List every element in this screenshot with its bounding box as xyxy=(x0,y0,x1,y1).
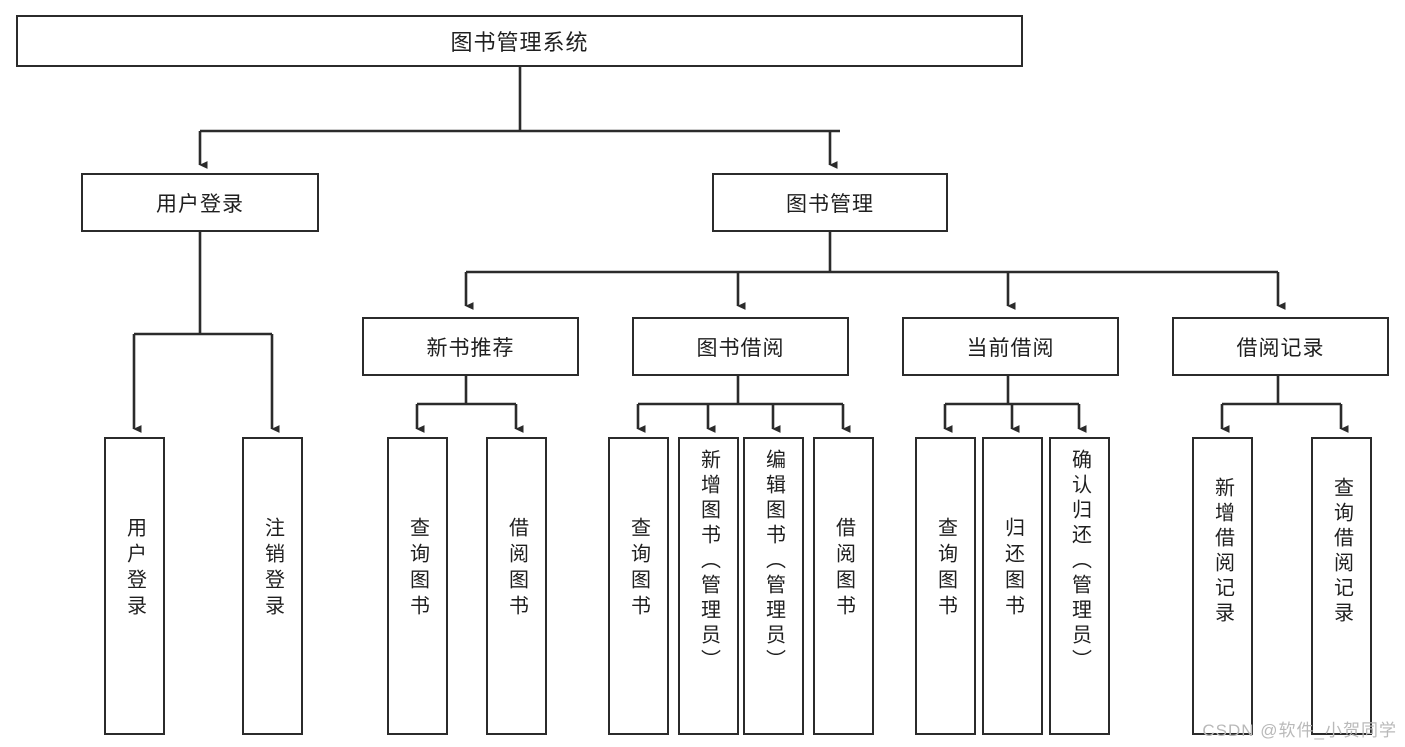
node-root-system[interactable]: 图书管理系统 xyxy=(16,15,1023,67)
leaf-user-login-0[interactable]: 用户登录 xyxy=(104,437,165,735)
node-label: 新书推荐 xyxy=(426,336,515,360)
leaf-label: 新增借阅记录 xyxy=(1211,477,1234,627)
leaf-book-borrow-1[interactable]: 新增图书（管理员） xyxy=(678,437,739,735)
leaf-label: 借阅图书 xyxy=(832,517,855,621)
node-label: 当前借阅 xyxy=(966,336,1055,360)
leaf-new-book-rec-0[interactable]: 查询图书 xyxy=(387,437,448,735)
leaf-label: 注销登录 xyxy=(261,517,284,621)
node-current-borrow[interactable]: 当前借阅 xyxy=(902,317,1119,376)
leaf-current-borrow-1[interactable]: 归还图书 xyxy=(982,437,1043,735)
node-label: 借阅记录 xyxy=(1236,336,1325,360)
node-label: 图书管理 xyxy=(786,192,874,216)
node-book-manage[interactable]: 图书管理 xyxy=(712,173,948,232)
leaf-label: 确认归还（管理员） xyxy=(1068,449,1091,674)
leaf-book-borrow-0[interactable]: 查询图书 xyxy=(608,437,669,735)
node-book-borrow[interactable]: 图书借阅 xyxy=(632,317,849,376)
leaf-label: 编辑图书（管理员） xyxy=(762,449,785,674)
leaf-current-borrow-0[interactable]: 查询图书 xyxy=(915,437,976,735)
node-user-login[interactable]: 用户登录 xyxy=(81,173,319,232)
node-borrow-record[interactable]: 借阅记录 xyxy=(1172,317,1389,376)
leaf-new-book-rec-1[interactable]: 借阅图书 xyxy=(486,437,547,735)
leaf-borrow-record-1[interactable]: 查询借阅记录 xyxy=(1311,437,1372,735)
watermark-text: CSDN @软件_小贺同学 xyxy=(1202,721,1397,740)
node-new-book-recommend[interactable]: 新书推荐 xyxy=(362,317,579,376)
node-label: 图书借阅 xyxy=(696,336,785,360)
leaf-label: 用户登录 xyxy=(123,517,146,621)
leaf-label: 查询图书 xyxy=(627,517,650,621)
leaf-label: 查询图书 xyxy=(934,517,957,621)
node-label: 图书管理系统 xyxy=(450,30,589,55)
leaf-book-borrow-3[interactable]: 借阅图书 xyxy=(813,437,874,735)
leaf-book-borrow-2[interactable]: 编辑图书（管理员） xyxy=(743,437,804,735)
leaf-label: 借阅图书 xyxy=(505,517,528,621)
leaf-label: 新增图书（管理员） xyxy=(697,449,720,674)
leaf-current-borrow-2[interactable]: 确认归还（管理员） xyxy=(1049,437,1110,735)
leaf-user-login-1[interactable]: 注销登录 xyxy=(242,437,303,735)
leaf-label: 归还图书 xyxy=(1001,517,1024,621)
node-label: 用户登录 xyxy=(156,192,244,216)
leaf-label: 查询借阅记录 xyxy=(1330,477,1353,627)
leaf-label: 查询图书 xyxy=(406,517,429,621)
leaf-borrow-record-0[interactable]: 新增借阅记录 xyxy=(1192,437,1253,735)
